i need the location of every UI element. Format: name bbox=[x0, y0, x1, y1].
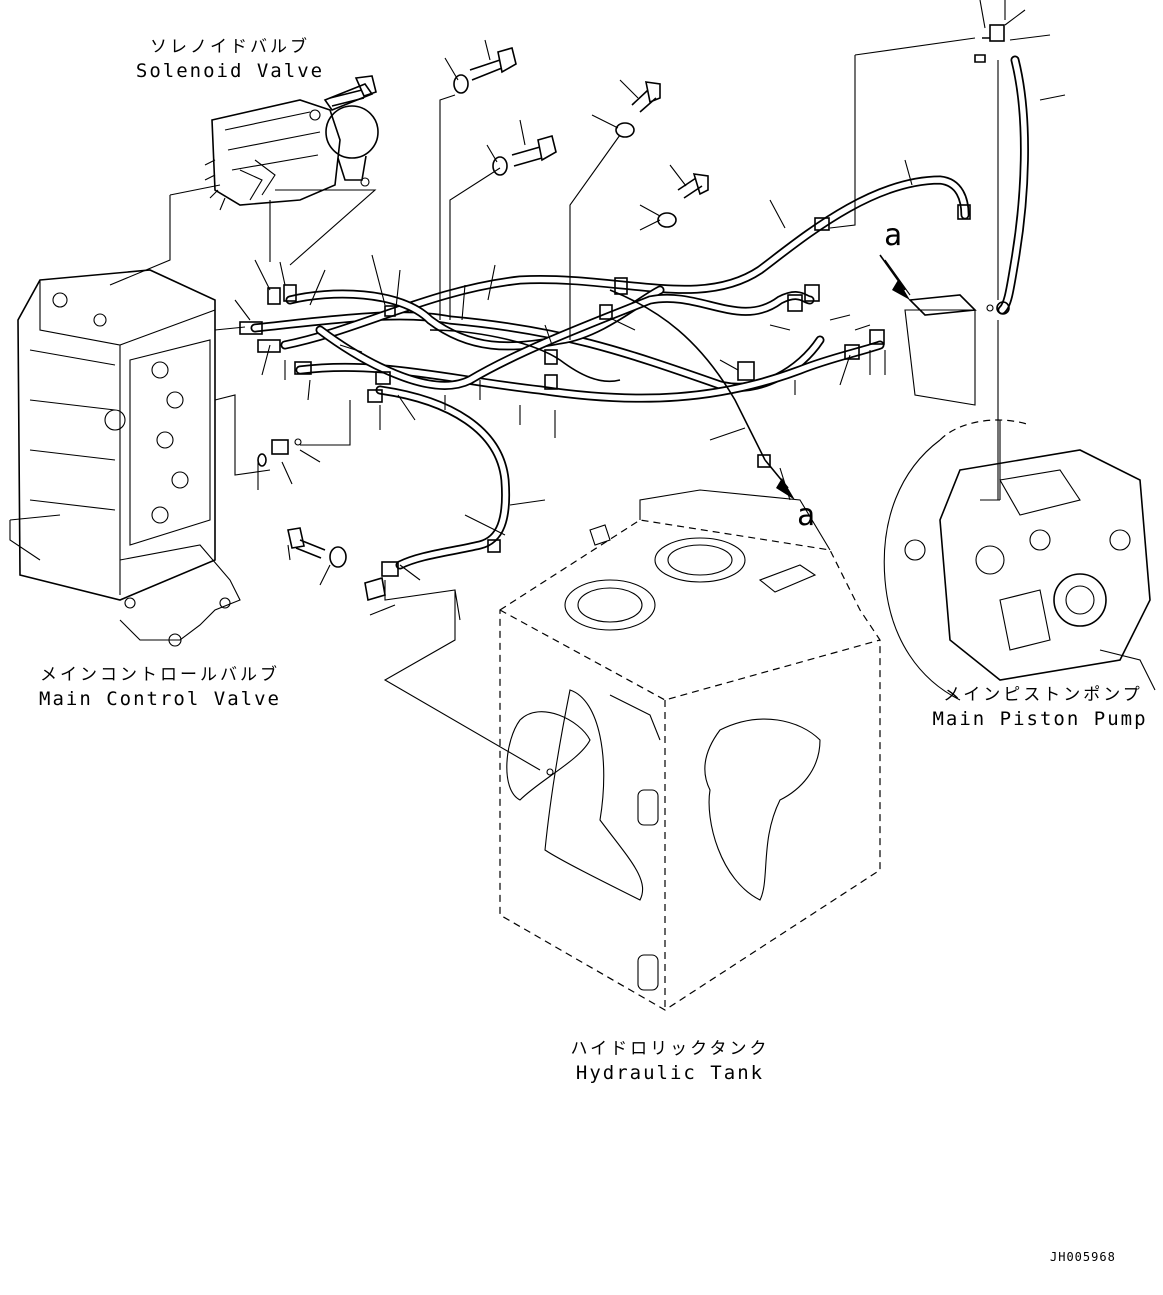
solenoid-valve-jp-label: ソレノイドバルブ bbox=[150, 37, 310, 57]
hydraulic-tank-en-label: Hydraulic Tank bbox=[575, 1062, 765, 1084]
reference-arrows bbox=[764, 254, 910, 500]
fittings-and-clamps bbox=[239, 24, 1010, 602]
main-control-valve-jp-label: メインコントロールバルブ bbox=[40, 665, 280, 685]
leader-lines bbox=[109, 0, 1066, 771]
reference-mark-a-lower: a bbox=[797, 498, 816, 533]
main-piston-pump-drawing bbox=[883, 294, 1156, 701]
main-piston-pump-en-label: Main Piston Pump bbox=[932, 708, 1148, 730]
main-control-valve-drawing bbox=[9, 269, 241, 647]
hydraulic-tank-drawing bbox=[499, 489, 881, 1011]
reference-mark-a-upper: a bbox=[884, 218, 903, 253]
bolts-and-washers bbox=[287, 37, 990, 568]
main-control-valve-en-label: Main Control Valve bbox=[39, 688, 281, 710]
document-id: JH005968 bbox=[1050, 1250, 1116, 1264]
hydraulic-tank-jp-label: ハイドロリックタンク bbox=[570, 1039, 770, 1059]
hoses bbox=[250, 55, 1029, 570]
main-piston-pump-jp-label: メインピストンポンプ bbox=[943, 685, 1143, 705]
solenoid-valve-drawing bbox=[204, 83, 379, 211]
solenoid-valve-en-label: Solenoid Valve bbox=[135, 60, 325, 82]
